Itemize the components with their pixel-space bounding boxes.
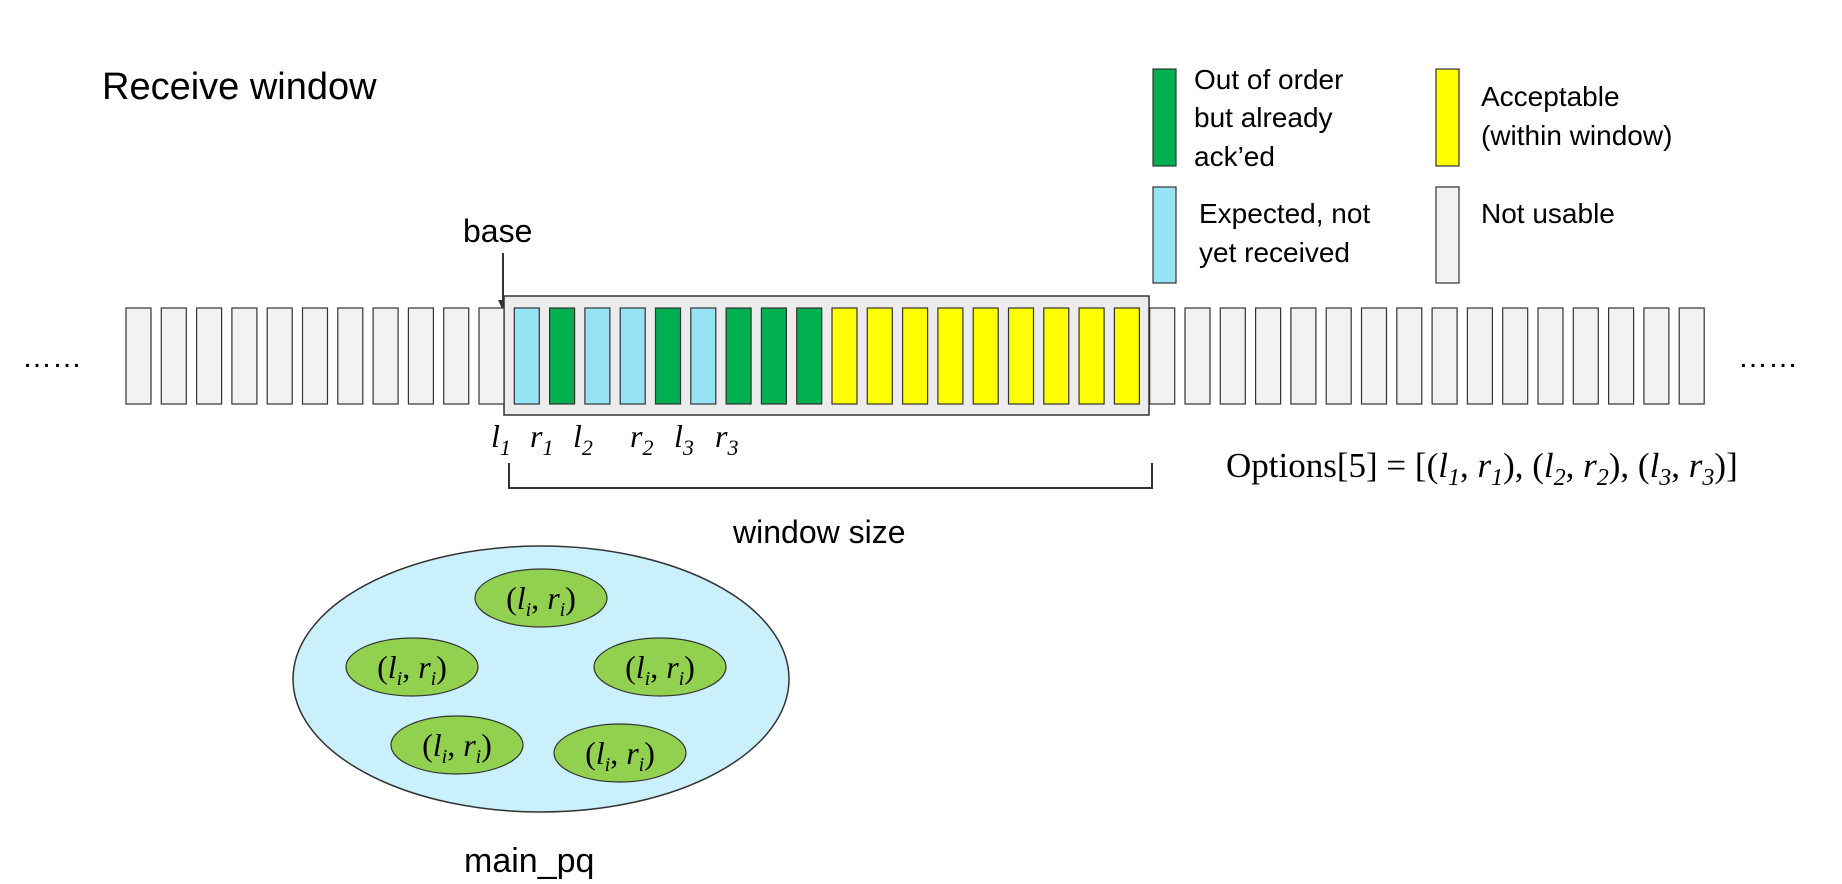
cell-acked: [654, 307, 682, 405]
legend-acceptable-line-2: (within window): [1481, 120, 1672, 151]
pq-item-label: (li, ri): [377, 649, 447, 690]
cell-acked: [796, 307, 823, 405]
legend-acked-line-2: but already: [1194, 102, 1333, 133]
cell-acceptable: [1078, 307, 1105, 405]
cell-expected: [513, 307, 540, 405]
cell-acceptable: [901, 307, 929, 405]
marker-r1: r1: [530, 418, 553, 460]
marker-r2: r2: [630, 418, 653, 460]
cell-unusable: [1643, 307, 1670, 405]
cell-acceptable: [831, 307, 858, 405]
cell-acceptable: [866, 307, 893, 405]
cell-acceptable: [972, 307, 999, 405]
cell-unusable: [407, 307, 434, 405]
pq-item-ellipse: [593, 637, 727, 697]
legend-label-acked: Out of order but already ack’ed: [1194, 64, 1351, 172]
diagram-title: Receive window: [102, 66, 377, 108]
legend-swatch-acceptable: [1435, 68, 1460, 167]
window-size-label: window size: [732, 514, 906, 550]
cell-unusable: [196, 307, 223, 405]
cell-unusable: [125, 307, 152, 405]
pq-item-label: (li, ri): [625, 649, 695, 690]
legend-label-unusable: Not usable: [1481, 198, 1615, 229]
cell-unusable: [1184, 307, 1211, 405]
sequence-cells: [125, 307, 1705, 405]
cell-unusable: [1325, 307, 1352, 405]
pq-item-ellipse: [345, 637, 479, 697]
cell-unusable: [1149, 307, 1176, 405]
legend-acked-line-3: ack’ed: [1194, 141, 1275, 172]
legend-label-expected: Expected, not yet received: [1199, 198, 1378, 268]
pq-item: (li, ri): [553, 723, 687, 783]
legend-swatch-unusable: [1435, 186, 1460, 284]
main-pq-label: main_pq: [464, 842, 594, 880]
marker-l3: l3: [674, 418, 694, 460]
cell-acked: [725, 307, 752, 405]
main-pq-items: (li, ri) (li, ri) (li, ri) (li, ri) (li, ri): [345, 568, 727, 783]
cell-expected: [619, 307, 646, 405]
cell-unusable: [1678, 307, 1705, 405]
cell-unusable: [231, 307, 258, 405]
legend-swatch-expected: [1152, 186, 1177, 284]
cell-unusable: [1396, 307, 1423, 405]
cell-unusable: [1572, 307, 1599, 405]
cell-unusable: [160, 307, 187, 405]
cell-unusable: [1254, 307, 1282, 405]
cell-unusable: [1431, 307, 1458, 405]
marker-l2: l2: [573, 418, 593, 460]
ellipsis-left: ……: [22, 341, 82, 374]
legend-unusable-line-1: Not usable: [1481, 198, 1615, 229]
pq-item-ellipse: [553, 723, 687, 783]
legend-expected-line-2: yet received: [1199, 237, 1350, 268]
legend-acceptable-line-1: Acceptable: [1481, 81, 1620, 112]
legend-acked-line-1: Out of order: [1194, 64, 1343, 95]
pq-item: (li, ri): [390, 715, 524, 775]
cell-acceptable: [1043, 307, 1070, 405]
cell-acceptable: [1113, 307, 1141, 405]
marker-l1: l1: [491, 418, 511, 460]
cell-unusable: [1219, 307, 1246, 405]
cell-unusable: [1607, 307, 1635, 405]
cell-unusable: [266, 307, 293, 405]
pq-item-ellipse: [474, 568, 608, 628]
cell-unusable: [301, 307, 329, 405]
range-markers: l1 r1 l2 r2 l3 r3: [491, 418, 738, 460]
options-formula: Options[5] = [(l1, r1), (l2, r2), (l3, r…: [1226, 446, 1738, 491]
legend-label-acceptable: Acceptable (within window): [1481, 81, 1672, 151]
cell-unusable: [443, 307, 470, 405]
cell-acceptable: [1007, 307, 1035, 405]
cell-unusable: [1290, 307, 1317, 405]
pq-item: (li, ri): [593, 637, 727, 697]
pq-item: (li, ri): [474, 568, 608, 628]
cell-acked: [548, 307, 576, 405]
cell-unusable: [478, 307, 505, 405]
pq-item-label: (li, ri): [422, 727, 492, 768]
legend: Out of order but already ack’ed Acceptab…: [1152, 64, 1672, 284]
base-label: base: [463, 213, 532, 249]
pq-item-label: (li, ri): [506, 580, 576, 621]
cell-unusable: [1537, 307, 1564, 405]
marker-r3: r3: [715, 418, 738, 460]
legend-expected-line-1: Expected, not: [1199, 198, 1370, 229]
cell-unusable: [372, 307, 399, 405]
legend-swatch-acked: [1152, 68, 1177, 167]
pq-item: (li, ri): [345, 637, 479, 697]
cell-expected: [584, 307, 611, 405]
cell-unusable: [1502, 307, 1529, 405]
ellipsis-right: ……: [1738, 341, 1798, 374]
cell-unusable: [337, 307, 364, 405]
pq-item-label: (li, ri): [585, 735, 655, 776]
window-size-bracket: [508, 463, 1153, 489]
cell-expected: [690, 307, 717, 405]
cell-acceptable: [937, 307, 964, 405]
cell-acked: [760, 307, 788, 405]
cell-unusable: [1360, 307, 1388, 405]
pq-item-ellipse: [390, 715, 524, 775]
cell-unusable: [1466, 307, 1494, 405]
